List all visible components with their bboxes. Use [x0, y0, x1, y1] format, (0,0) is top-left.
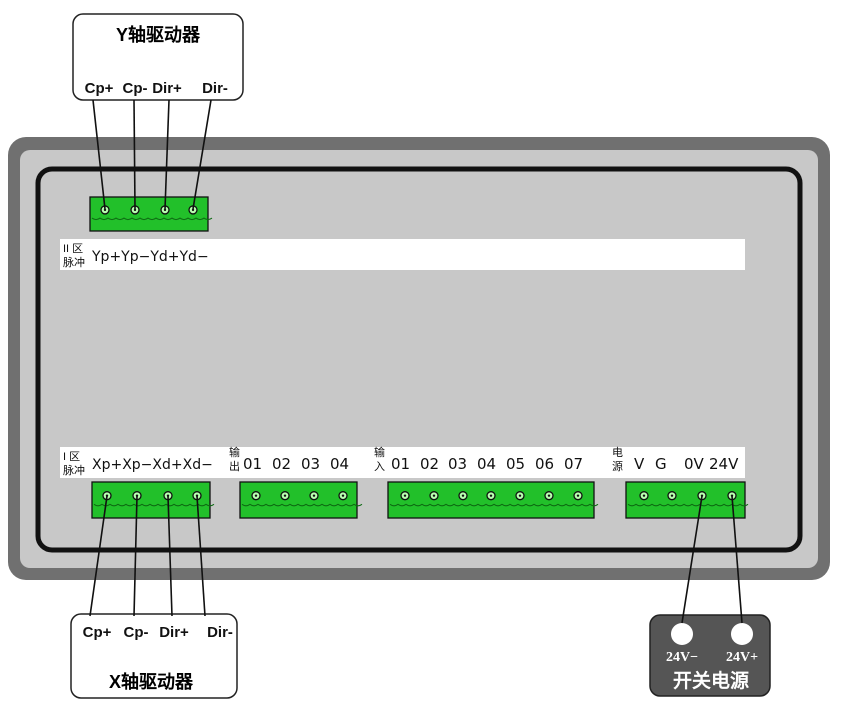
zone1-zone-label: I 区	[63, 451, 80, 463]
y-driver-pin-label: Dir-	[202, 80, 228, 97]
input-channel-label: 01	[391, 455, 410, 473]
power-terminal-label: V	[634, 455, 645, 473]
power-supply-title: 开关电源	[673, 669, 749, 692]
output-channel-label: 01	[243, 455, 262, 473]
power-terminal-positive-label: 24V+	[726, 650, 758, 665]
x-driver-wire	[89, 495, 108, 617]
power-terminal-negative-label: 24V−	[666, 650, 698, 665]
output-terminal-block	[239, 481, 363, 519]
output-label-top: 输	[229, 445, 240, 459]
input-channel-label: 02	[420, 455, 439, 473]
zone2-label-strip	[60, 239, 745, 270]
output-channel-label: 04	[330, 455, 349, 473]
y-driver-box	[72, 13, 244, 101]
x-driver-wire	[167, 495, 173, 617]
output-channel-label: 02	[272, 455, 291, 473]
power-negative-wire	[681, 495, 703, 624]
x-pulse-terminal-block	[91, 481, 215, 519]
power-terminal-positive	[731, 623, 753, 645]
output-label-bottom: 出	[229, 459, 240, 473]
y-driver-pin-label: Cp+	[85, 80, 114, 97]
y-driver-wire	[92, 99, 106, 210]
power-label-bottom: 源	[612, 459, 623, 473]
input-channel-label: 07	[564, 455, 583, 473]
input-channel-label: 03	[448, 455, 467, 473]
input-channel-label: 04	[477, 455, 496, 473]
x-driver-wire	[133, 495, 138, 617]
power-terminal-negative	[671, 623, 693, 645]
input-channel-label: 06	[535, 455, 554, 473]
zone2-pin-labels: Yp+Yp−Yd+Yd−	[91, 249, 209, 265]
x-driver-pin-label: Cp-	[124, 624, 149, 641]
y-pulse-terminal-block	[89, 196, 213, 232]
x-driver-title: X轴驱动器	[109, 671, 194, 692]
x-driver-pin-label: Cp+	[83, 624, 112, 641]
input-label-top: 输	[374, 445, 385, 459]
power-terminal-block	[625, 481, 749, 519]
power-terminal-label: 0V	[684, 455, 705, 473]
y-driver-wire	[133, 99, 136, 210]
zone1-label-strip	[60, 447, 745, 478]
y-driver-pin-label: Cp-	[123, 80, 148, 97]
x-driver-wire	[196, 495, 206, 617]
y-driver-wire	[164, 99, 170, 210]
y-driver-title: Y轴驱动器	[116, 24, 201, 45]
y-driver-pin-label: Dir+	[152, 80, 182, 97]
input-label-bottom: 入	[374, 461, 385, 473]
x-driver-pin-label: Dir-	[207, 624, 233, 641]
power-label-top: 电	[612, 446, 623, 459]
input-terminal-block	[387, 481, 599, 519]
output-channel-label: 03	[301, 455, 320, 473]
zone2-pulse-label: 脉冲	[63, 255, 85, 269]
power-terminal-label: 24V	[709, 455, 739, 473]
power-positive-wire	[731, 495, 743, 624]
power-terminal-label: G	[655, 455, 667, 473]
input-channel-label: 05	[506, 455, 525, 473]
zone1-pin-labels: Xp+Xp−Xd+Xd−	[92, 457, 213, 473]
y-driver-wire	[192, 99, 212, 210]
zone2-zone-label: II 区	[63, 243, 83, 255]
zone1-pulse-label: 脉冲	[63, 463, 85, 477]
x-driver-pin-label: Dir+	[159, 624, 189, 641]
x-driver-box	[70, 613, 238, 699]
